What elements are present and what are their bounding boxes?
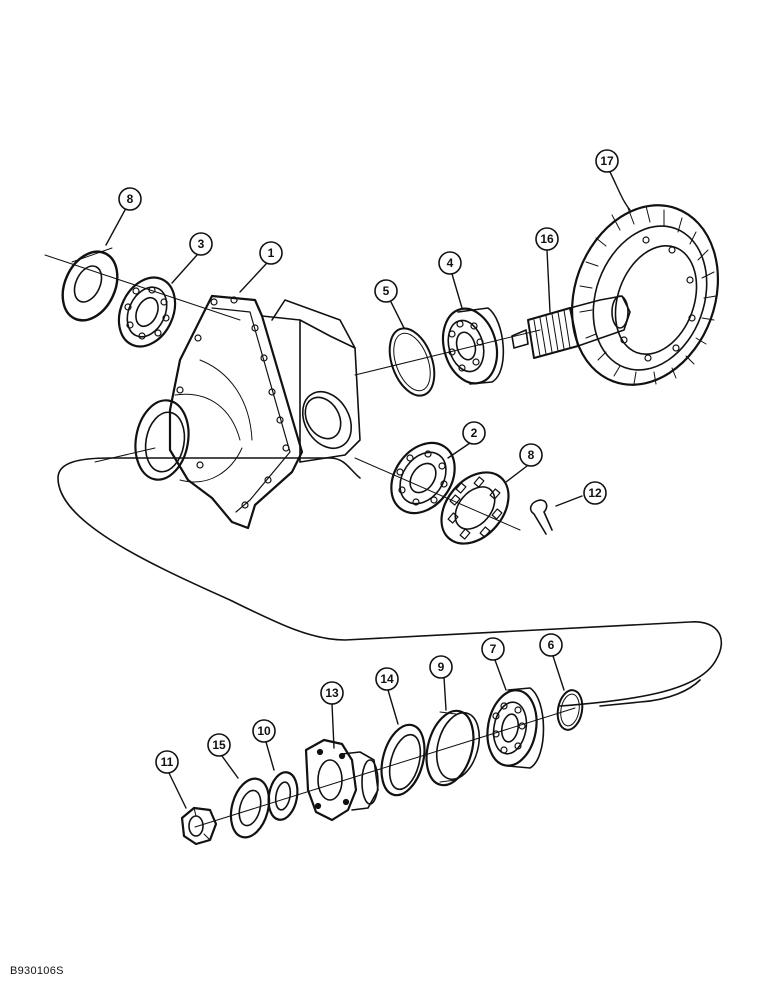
callout-circle-2: [462, 421, 486, 445]
snap-ring-part-5: [388, 327, 436, 397]
axis-lines: [44, 254, 576, 828]
callout-circle-11: [155, 750, 179, 774]
callout-circle-13: [320, 681, 344, 705]
bearing-part-7: [486, 687, 545, 769]
callout-circle-3: [189, 232, 213, 256]
callout-label-6: 6: [548, 638, 555, 652]
snap-ring-part-6: [556, 689, 584, 731]
callout-label-8-lower: 8: [528, 448, 535, 462]
callout-circle-6: [539, 633, 563, 657]
callout-circle-7: [481, 637, 505, 661]
washer-part-10: [267, 771, 299, 821]
figure-id-label: B930106S: [10, 965, 64, 977]
callout-label-15: 15: [212, 738, 226, 752]
callout-circle-12: [583, 481, 607, 505]
callout-circle-1: [259, 241, 283, 265]
washer-part-15: [229, 777, 271, 839]
callout-label-10: 10: [257, 724, 271, 738]
callout-label-5: 5: [383, 284, 390, 298]
callout-circle-14: [375, 667, 399, 691]
callout-circle-8-lower: [519, 443, 543, 467]
callout-label-2: 2: [471, 426, 478, 440]
callout-circle-5: [374, 279, 398, 303]
callout-circle-9: [429, 655, 453, 679]
callout-circle-4: [438, 251, 462, 275]
callout-circle-15: [207, 733, 231, 757]
leader-lines: [105, 171, 631, 809]
cotter-pin-part-12: [529, 499, 553, 535]
callout-label-8-upper: 8: [127, 192, 134, 206]
callout-circle-17: [595, 149, 619, 173]
callout-label-17: 17: [600, 154, 614, 168]
callout-label-4: 4: [447, 256, 454, 270]
callout-label-7: 7: [490, 642, 497, 656]
ring-gear-part-17: [570, 204, 720, 386]
bearing-part-3: [117, 276, 177, 348]
callout-label-3: 3: [198, 237, 205, 251]
callout-label-12: 12: [588, 486, 602, 500]
callout-label-16: 16: [540, 232, 554, 246]
callout-circle-8-upper: [118, 187, 142, 211]
callout-label-13: 13: [325, 686, 339, 700]
seal-part-14: [380, 723, 426, 797]
bearing-cup-part-9: [425, 709, 481, 787]
thrust-washer-part-8-lower: [440, 471, 510, 545]
bearing-part-4: [441, 307, 505, 385]
bearing-part-2: [390, 441, 456, 515]
callout-label-1: 1: [268, 246, 275, 260]
nut-part-11: [180, 806, 218, 846]
seal-part-8-upper: [61, 247, 119, 322]
differential-housing-part-1: [134, 294, 361, 530]
callout-label-14: 14: [380, 672, 394, 686]
callout-label-11: 11: [161, 755, 174, 769]
callout-label-9: 9: [438, 660, 445, 674]
callout-circle-16: [535, 227, 559, 251]
callout-circle-10: [252, 719, 276, 743]
yoke-flange-part-13: [304, 738, 379, 822]
